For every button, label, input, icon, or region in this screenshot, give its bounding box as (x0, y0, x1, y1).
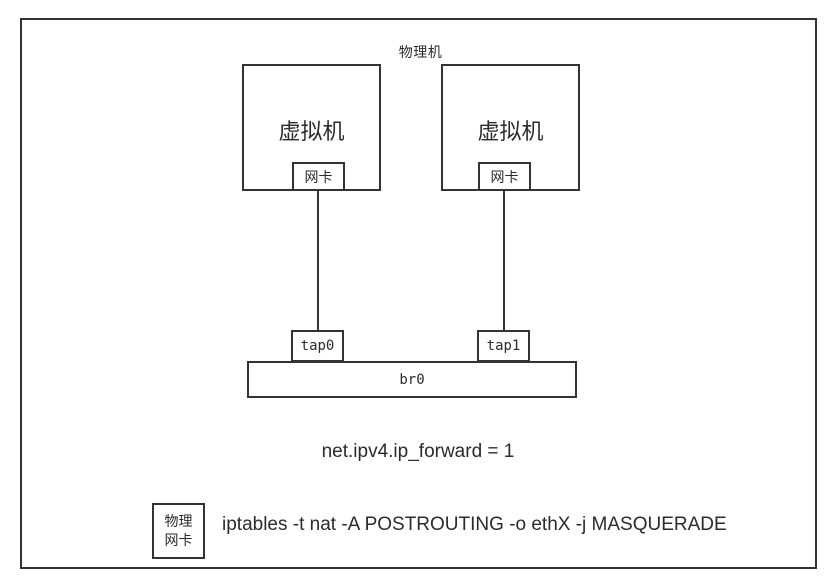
tap-device-box-tap1: tap1 (477, 330, 530, 362)
host-machine-title: 物理机 (398, 44, 443, 60)
physical-nic-label-line2: 网卡 (164, 532, 193, 548)
virtual-machine-label-2: 虚拟机 (477, 119, 544, 144)
tap-device-box-tap0: tap0 (291, 330, 344, 362)
physical-nic-label-line1: 物理 (164, 513, 193, 530)
host-machine-frame: 物理机 (20, 18, 817, 569)
vm-nic-box-2: 网卡 (478, 162, 531, 191)
iptables-command-text: iptables -t nat -A POSTROUTING -o ethX -… (222, 514, 727, 535)
connector-line-vm1-tap0 (317, 190, 319, 332)
sysctl-ip-forward-text: net.ipv4.ip_forward = 1 (321, 441, 515, 462)
bridge-box-br0: br0 (247, 361, 577, 398)
virtual-machine-label-1: 虚拟机 (278, 119, 345, 144)
physical-nic-box: 物理 网卡 (152, 503, 205, 559)
vm-nic-box-1: 网卡 (292, 162, 345, 191)
connector-line-vm2-tap1 (503, 190, 505, 332)
